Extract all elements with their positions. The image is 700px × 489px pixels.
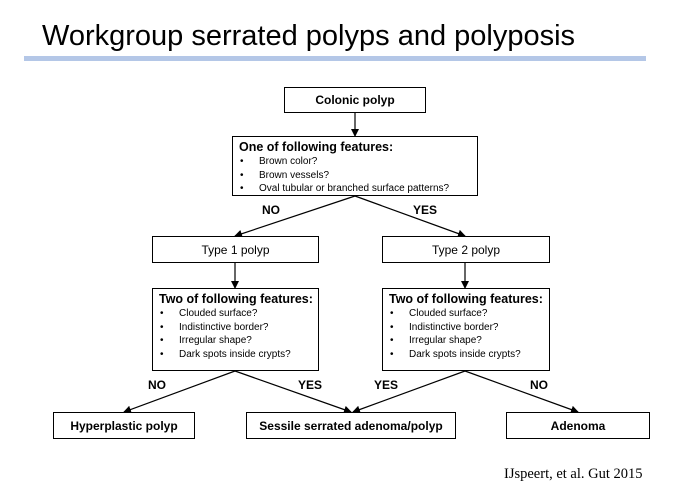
arrow-q2-right-to-sessile bbox=[352, 370, 466, 414]
second-question-item: Indistinctive border? bbox=[389, 321, 543, 335]
second-question-item: Indistinctive border? bbox=[159, 321, 312, 335]
box-type-2-label: Type 2 polyp bbox=[431, 242, 501, 257]
second-question-item: Irregular shape? bbox=[389, 334, 543, 348]
arrow-q2-right-to-adenoma bbox=[464, 370, 579, 414]
label-no-right: NO bbox=[530, 378, 548, 392]
arrow-q2-left-to-sessile bbox=[234, 370, 352, 414]
box-type-1-polyp: Type 1 polyp bbox=[152, 236, 319, 263]
second-question-heading: Two of following features: bbox=[159, 292, 313, 306]
second-question-item: Dark spots inside crypts? bbox=[159, 348, 312, 362]
second-question-item: Clouded surface? bbox=[389, 307, 543, 321]
box-sessile-label: Sessile serrated adenoma/polyp bbox=[259, 418, 443, 433]
label-no-left: NO bbox=[148, 378, 166, 392]
second-question-item: Irregular shape? bbox=[159, 334, 312, 348]
second-question-item: Clouded surface? bbox=[159, 307, 312, 321]
box-type-2-polyp: Type 2 polyp bbox=[382, 236, 550, 263]
title-underline bbox=[24, 56, 646, 61]
box-colonic-polyp: Colonic polyp bbox=[284, 87, 426, 113]
label-yes-right: YES bbox=[374, 378, 399, 392]
arrow-q1-to-type1 bbox=[234, 195, 356, 238]
first-question-item: Oval tubular or branched surface pattern… bbox=[239, 182, 471, 196]
second-question-item: Dark spots inside crypts? bbox=[389, 348, 543, 362]
box-adenoma: Adenoma bbox=[506, 412, 650, 439]
box-first-question: One of following features: Brown color? … bbox=[232, 136, 478, 196]
box-adenoma-label: Adenoma bbox=[550, 418, 606, 433]
label-yes-left: YES bbox=[298, 378, 323, 392]
box-sessile-serrated-adenoma: Sessile serrated adenoma/polyp bbox=[246, 412, 456, 439]
box-hyperplastic-label: Hyperplastic polyp bbox=[70, 418, 178, 433]
box-type-1-label: Type 1 polyp bbox=[201, 242, 270, 257]
box-hyperplastic-polyp: Hyperplastic polyp bbox=[53, 412, 195, 439]
page-title: Workgroup serrated polyps and polyposis bbox=[42, 20, 576, 52]
second-question-heading: Two of following features: bbox=[389, 292, 543, 306]
label-yes-first: YES bbox=[413, 203, 438, 217]
box-second-question-right: Two of following features: Clouded surfa… bbox=[382, 288, 550, 371]
label-no-first: NO bbox=[262, 203, 280, 217]
citation: IJspeert, et al. Gut 2015 bbox=[504, 466, 643, 482]
arrow-q2-left-to-hyperplastic bbox=[123, 370, 236, 414]
first-question-item: Brown vessels? bbox=[239, 169, 471, 183]
box-second-question-left: Two of following features: Clouded surfa… bbox=[152, 288, 319, 371]
first-question-item: Brown color? bbox=[239, 155, 471, 169]
first-question-heading: One of following features: bbox=[239, 140, 394, 154]
arrow-q1-to-type2 bbox=[354, 195, 466, 238]
box-colonic-polyp-label: Colonic polyp bbox=[315, 93, 395, 107]
